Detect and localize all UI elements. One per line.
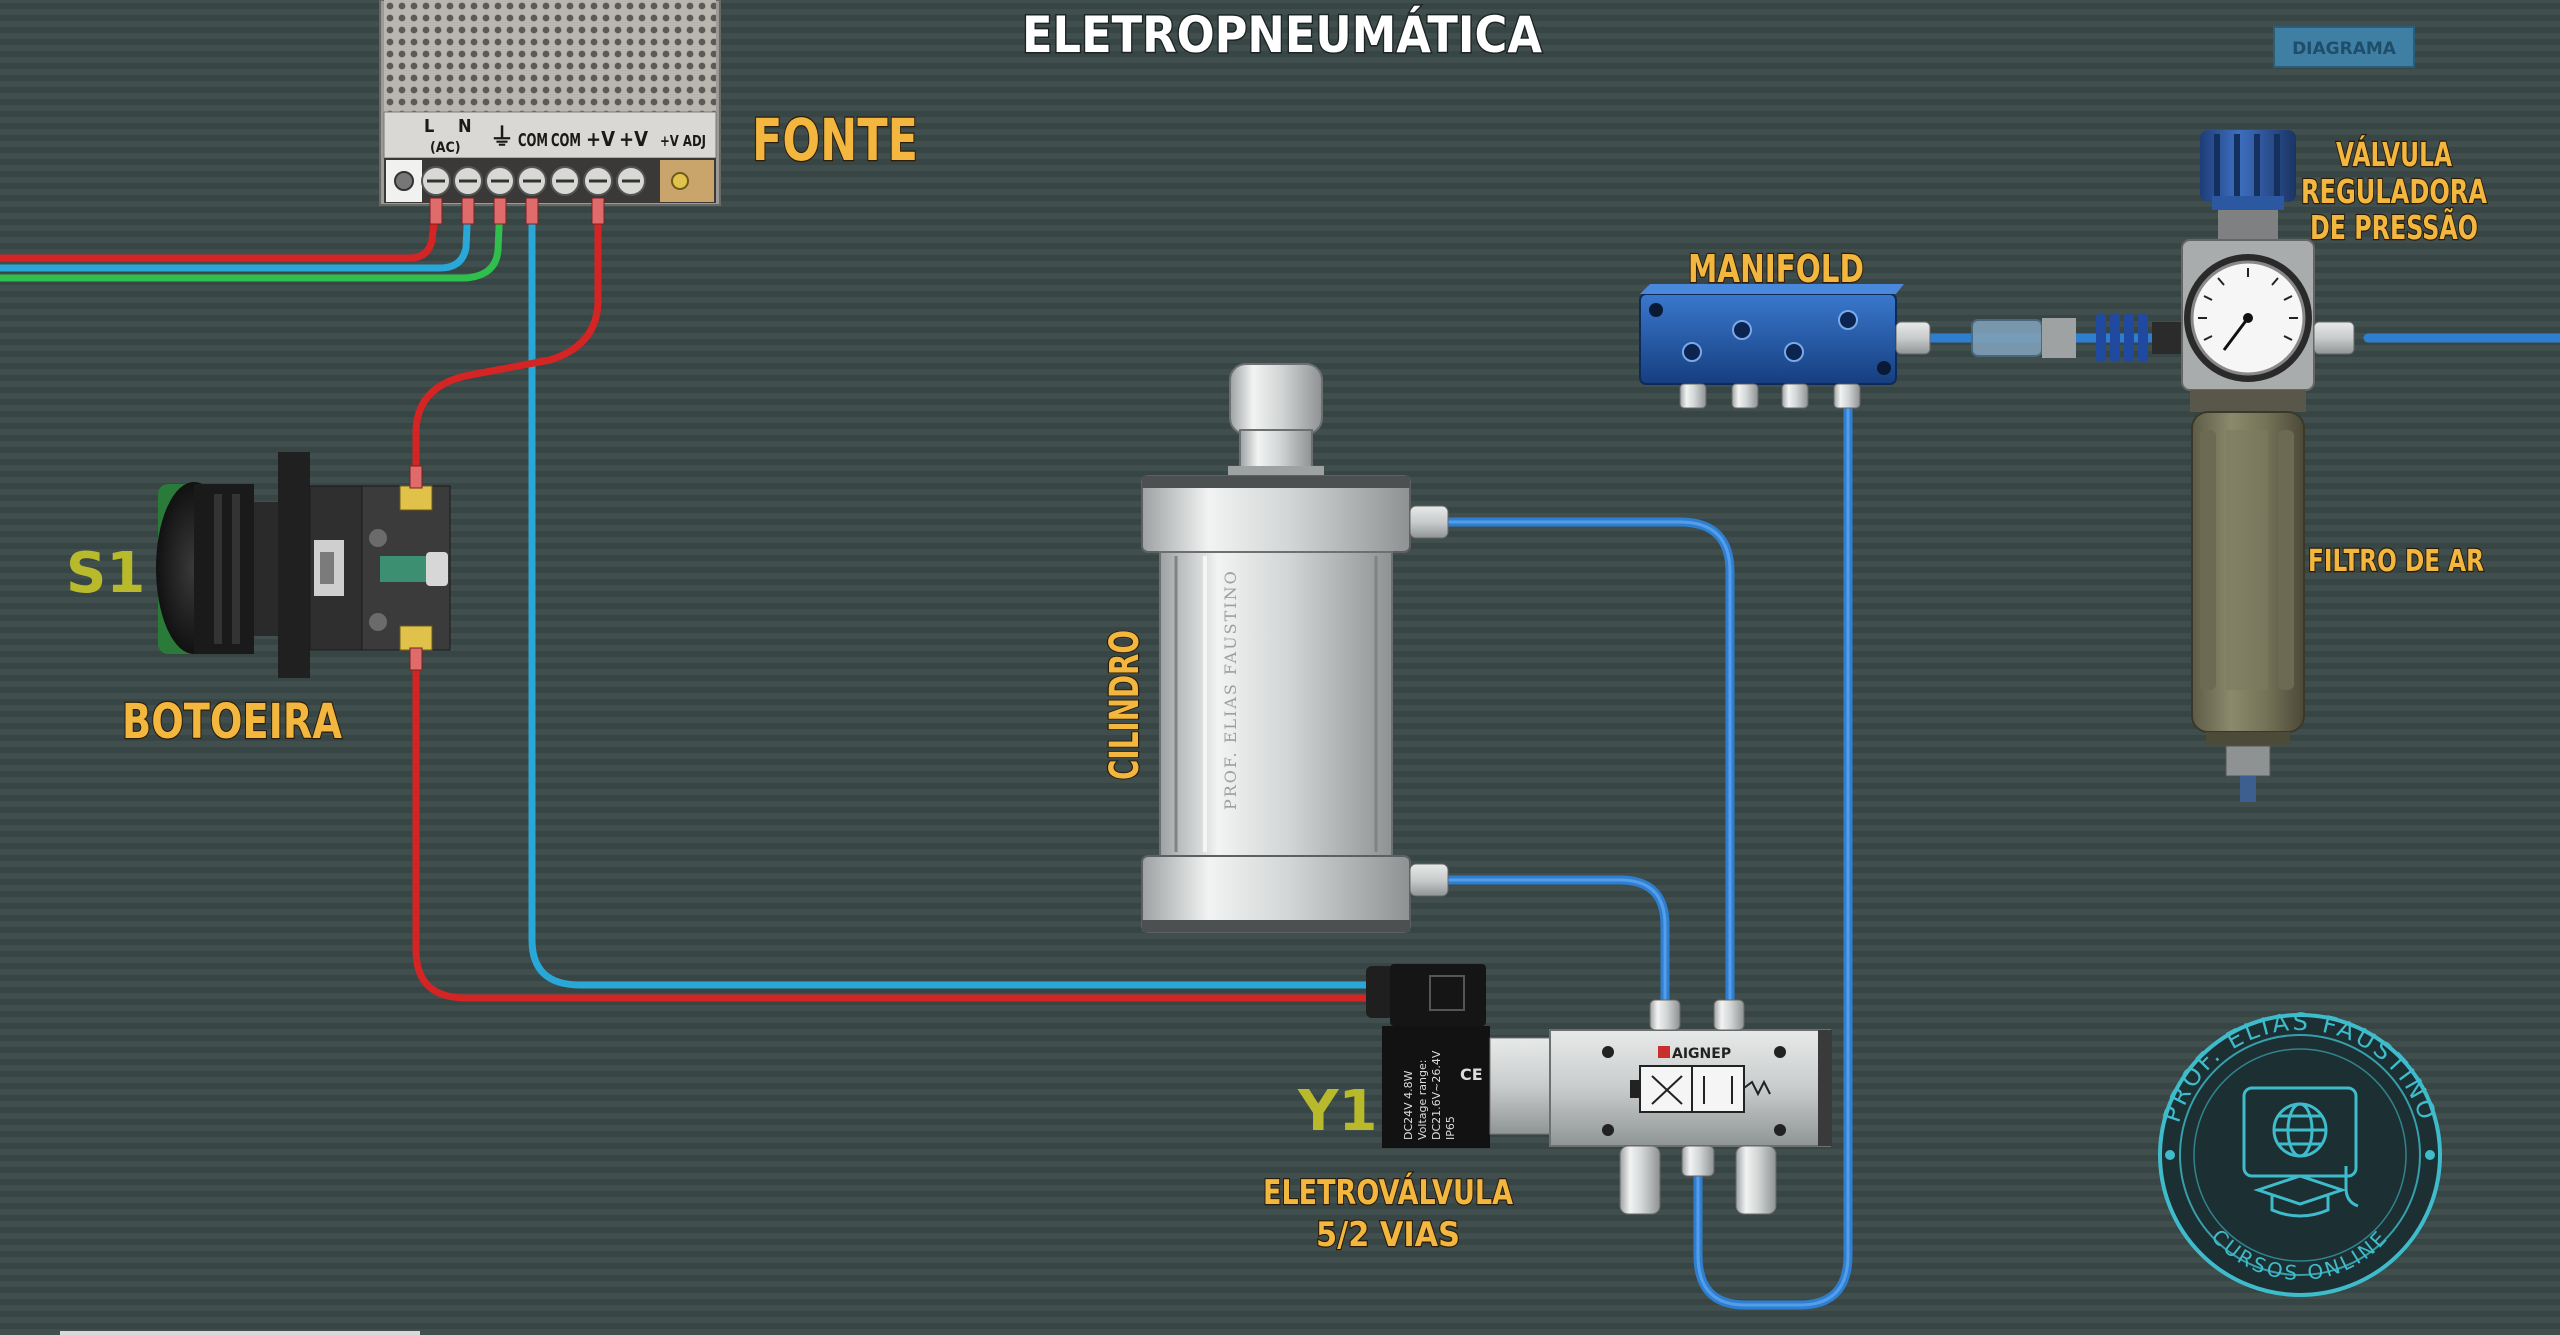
svg-text:DC24V 4.8W: DC24V 4.8W [1402, 1070, 1415, 1140]
manifold-outlet-4[interactable] [1833, 383, 1861, 409]
terminal-com-1[interactable]: COM [517, 130, 548, 196]
regulator-label-line1: VÁLVULA [2336, 134, 2452, 174]
valve-exhaust-s[interactable] [1735, 1145, 1777, 1215]
cylinder-label: CILINDRO [1102, 630, 1148, 780]
valve-symbol [1630, 1065, 1771, 1113]
logo-tablet-icon [2242, 1086, 2359, 1218]
terminal-com-2-label: COM [551, 130, 581, 151]
ce-mark: CE [1460, 1065, 1483, 1084]
wire-com-blue [528, 201, 1384, 989]
diagram-badge-label: DIAGRAMA [2292, 39, 2397, 59]
pipe-cylinder-top [1443, 517, 1735, 1005]
terminal-n-label: N [458, 116, 472, 137]
terminal-l-label: L [424, 116, 434, 137]
valve-exhaust-r[interactable] [1619, 1145, 1661, 1215]
manifold-outlet-1[interactable] [1679, 383, 1707, 409]
terminal-v-2-label: +V [619, 127, 648, 151]
manifold-label: MANIFOLD [1688, 247, 1864, 291]
cylinder-port-top[interactable] [1409, 505, 1449, 539]
terminal-ac-label: (AC) [430, 140, 461, 156]
regulator-label-line2: REGULADORA [2301, 172, 2487, 211]
filter-label: FILTRO DE AR [2308, 544, 2484, 579]
s1-terminal-bottom[interactable] [399, 625, 433, 671]
wire-mains-green [0, 201, 504, 282]
video-progress-bar [60, 1331, 420, 1335]
wire-v-red-top [412, 201, 602, 484]
terminal-com-1-label: COM [518, 130, 548, 151]
manifold-outlet-3[interactable] [1781, 383, 1809, 409]
terminal-com-2[interactable]: COM [550, 130, 581, 196]
solenoid-valve-label-line2: 5/2 VIAS [1316, 1215, 1460, 1255]
pressure-gauge[interactable] [2184, 254, 2312, 382]
terminal-v-1-label: +V [586, 127, 615, 151]
manifold-inlet[interactable] [1895, 321, 1931, 355]
brand-logo: PROF. ELIAS FAUSTINO CURSOS ONLINE [2158, 1008, 2442, 1297]
filter-regulator[interactable] [2181, 130, 2355, 802]
push-button-s1[interactable] [156, 452, 451, 678]
terminal-ground[interactable]: ⏚ [485, 123, 515, 196]
power-supply-label: FONTE [752, 106, 918, 174]
wire-mains-blue [0, 201, 472, 272]
svg-text:IP65: IP65 [1444, 1116, 1457, 1140]
cylinder-port-bottom[interactable] [1409, 863, 1449, 897]
y1-tag: Y1 [1297, 1079, 1378, 1144]
pneumatic-lines [1443, 333, 2560, 1310]
power-supply-terminals: L N (AC) ⏚ COM COM [421, 116, 706, 196]
regulator-knob[interactable] [2200, 130, 2296, 210]
terminal-v-1[interactable]: +V [583, 127, 615, 196]
diagram-badge[interactable]: DIAGRAMA [2273, 26, 2415, 68]
terminal-v-2[interactable]: +V [616, 127, 648, 196]
valve-port-p[interactable] [1681, 1145, 1715, 1177]
manifold[interactable] [1639, 284, 1931, 409]
diagram-title: ELETROPNEUMÁTICA [1022, 5, 1542, 64]
power-supply[interactable]: L N (AC) ⏚ COM COM [379, 0, 721, 225]
solenoid-valve-label-line1: ELETROVÁLVULA [1263, 1172, 1514, 1213]
s1-terminal-top[interactable] [399, 465, 433, 511]
manifold-outlet-2[interactable] [1731, 383, 1759, 409]
wire-s1-red-bottom [412, 656, 1384, 1002]
cylinder-engraving: PROF. ELIAS FAUSTINO [1221, 569, 1240, 810]
filter-drain[interactable] [2225, 745, 2271, 802]
s1-tag: S1 [66, 541, 145, 606]
coil-specs: DC24V 4.8W Voltage range: DC21.6V~26.4V … [1402, 1050, 1457, 1140]
solenoid-coil[interactable]: DC24V 4.8W Voltage range: DC21.6V~26.4V … [1366, 964, 1490, 1148]
terminal-l[interactable]: L [421, 116, 451, 196]
wire-mains-red [0, 201, 440, 262]
electrical-wiring [0, 201, 1384, 1002]
regulator-outlet[interactable] [2313, 321, 2355, 355]
valve-brand: AIGNEP [1672, 1046, 1731, 1062]
terminal-n[interactable]: N [453, 116, 483, 196]
svg-text:Voltage range:: Voltage range: [1416, 1060, 1429, 1140]
terminal-ground-label: ⏚ [490, 123, 514, 151]
regulator-label-line3: DE PRESSÃO [2310, 207, 2478, 247]
valve-port-b[interactable] [1713, 999, 1745, 1031]
inline-fitting [1971, 314, 2186, 362]
terminal-v-adj-label: +V ADJ [660, 132, 706, 150]
solenoid-valve-y1[interactable]: DC24V 4.8W Voltage range: DC21.6V~26.4V … [1366, 964, 1832, 1215]
valve-port-a[interactable] [1649, 999, 1681, 1031]
svg-text:DC21.6V~26.4V: DC21.6V~26.4V [1430, 1050, 1443, 1140]
push-button-label: BOTOEIRA [122, 694, 342, 750]
terminal-v-adj[interactable]: +V ADJ [660, 132, 706, 150]
pneumatic-cylinder[interactable]: PROF. ELIAS FAUSTINO [1141, 363, 1449, 933]
